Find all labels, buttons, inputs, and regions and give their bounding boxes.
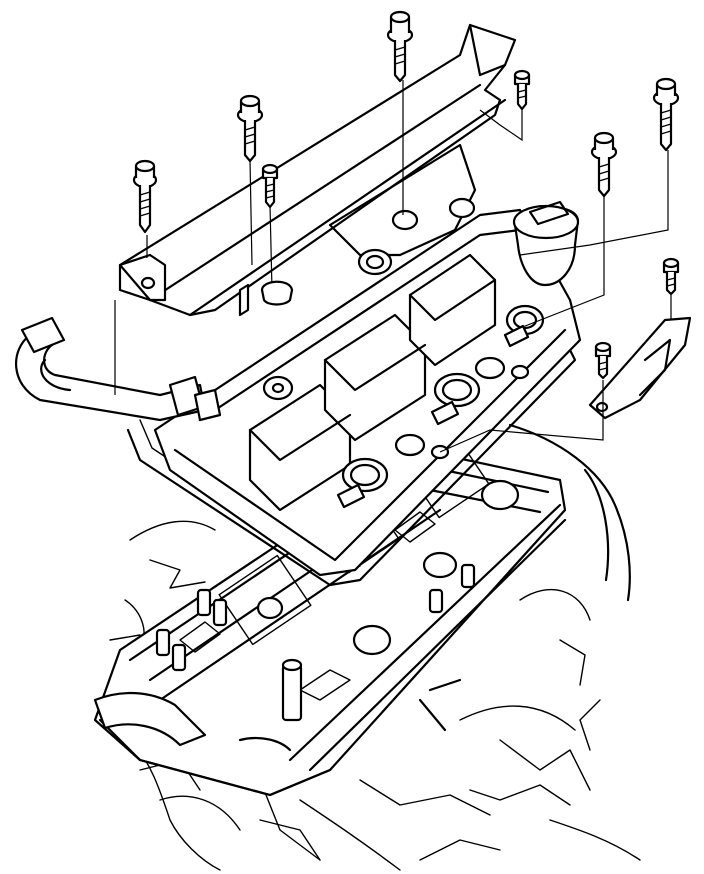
head-studs xyxy=(155,563,476,722)
small-bolt-1 xyxy=(261,163,279,209)
engine-block-right-edge xyxy=(508,423,631,602)
bolt-2 xyxy=(236,94,264,163)
engine-block xyxy=(109,520,641,871)
bolt-3 xyxy=(386,10,414,83)
harness-clip xyxy=(238,280,294,317)
small-bolt-2 xyxy=(513,69,531,111)
small-bolt-4 xyxy=(594,341,612,380)
bolt-5 xyxy=(652,77,680,152)
side-bracket xyxy=(588,316,692,420)
bolt-1 xyxy=(132,159,158,234)
breather-hose xyxy=(15,316,222,422)
leader-lines xyxy=(114,80,672,453)
bolt-4 xyxy=(590,131,618,198)
small-bolt-3 xyxy=(662,257,680,296)
cover-grommet xyxy=(262,375,294,401)
oil-filler-cap xyxy=(512,200,580,287)
harness-bracket xyxy=(118,23,517,317)
